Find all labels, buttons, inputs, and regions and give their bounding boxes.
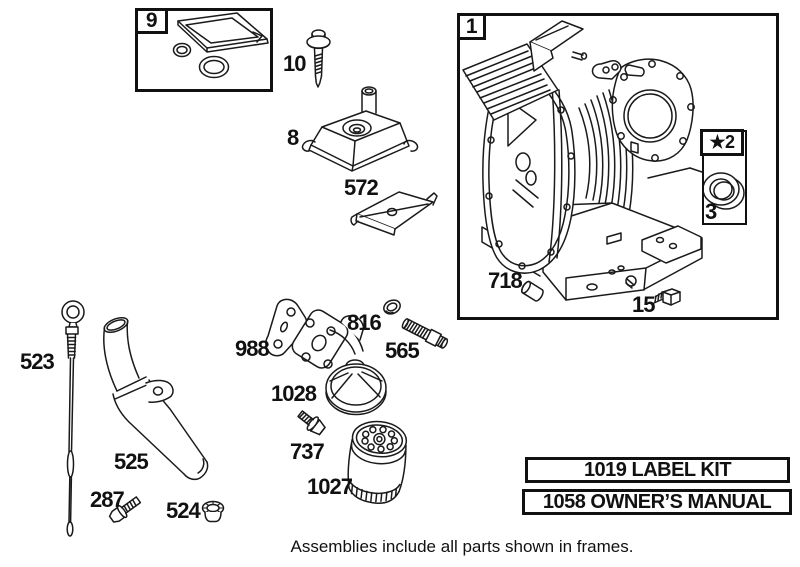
- callout-8: 8: [287, 125, 299, 150]
- label-kit-text: 1019 LABEL KIT: [583, 458, 732, 481]
- callout-737: 737: [290, 439, 325, 464]
- callout-525: 525: [114, 449, 149, 474]
- part-718-dowel-pin-icon: [521, 280, 544, 302]
- callout-523: 523: [20, 349, 55, 374]
- assemblies-caption: Assemblies include all parts shown in fr…: [290, 537, 634, 556]
- frame-9-label-text: 9: [145, 9, 158, 32]
- frame-1-label: 1: [457, 13, 486, 40]
- label-kit-box: 1019 LABEL KIT: [525, 457, 790, 483]
- part-524-grommet-icon: [201, 500, 225, 523]
- part-15-plug-icon: [653, 288, 681, 306]
- callout-524: 524: [166, 498, 201, 523]
- owners-manual-box: 1058 OWNER’S MANUAL: [522, 489, 792, 515]
- part-9-gasket-set-icon: [172, 12, 269, 79]
- frame-seal-2-label-text: ★2: [709, 132, 735, 152]
- callout-565: 565: [385, 338, 420, 363]
- callout-718: 718: [488, 268, 523, 293]
- part-737-bolt-icon: [297, 410, 326, 436]
- callout-287: 287: [90, 487, 125, 512]
- part-8-cover-icon: [301, 86, 419, 172]
- part-523-dipstick-icon: [61, 300, 85, 537]
- callout-1027: 1027: [307, 474, 353, 499]
- part-10-screw-icon: [306, 29, 331, 88]
- part-525-dipstick-tube-icon: [103, 316, 209, 481]
- callout-10: 10: [283, 51, 307, 76]
- part-1-cylinder-assembly-icon: [462, 20, 703, 301]
- frame-1-label-text: 1: [465, 14, 478, 38]
- callout-988: 988: [235, 336, 270, 361]
- part-565-stud-icon: [401, 318, 449, 349]
- frame-9-label: 9: [135, 8, 168, 34]
- part-988-gasket-icon: [265, 298, 308, 357]
- part-572-guard-icon: [350, 191, 438, 236]
- callout-15: 15: [632, 292, 656, 317]
- part-1027-oil-filter-icon: [347, 420, 408, 504]
- part-1028-filter-adapter-icon: [291, 309, 387, 416]
- callout-816: 816: [347, 310, 382, 335]
- part-287-screw-icon: [108, 496, 142, 523]
- part-3-oil-seal-icon: [702, 172, 745, 210]
- frame-seal-2-label: ★2: [700, 129, 744, 156]
- callout-3: 3: [705, 199, 717, 224]
- part-816-washer-icon: [383, 299, 401, 315]
- owners-manual-text: 1058 OWNER’S MANUAL: [542, 490, 772, 513]
- callout-572: 572: [344, 175, 379, 200]
- callout-1028: 1028: [271, 381, 317, 406]
